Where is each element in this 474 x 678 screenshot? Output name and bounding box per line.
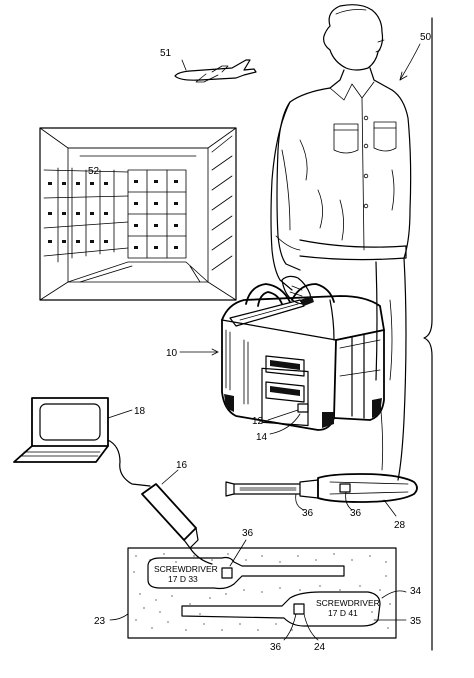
- label-50: 50: [420, 32, 432, 43]
- upper-tool-title: SCREWDRIVER: [154, 564, 218, 574]
- scanner-wand: [141, 483, 213, 565]
- label-51: 51: [160, 48, 172, 59]
- label-28: 28: [394, 520, 406, 531]
- leader-50: [399, 43, 421, 81]
- leader-36-shaft: [295, 493, 305, 511]
- figure-bracket: [423, 17, 433, 651]
- leader-12: [267, 409, 299, 421]
- airplane-icon: [174, 59, 257, 83]
- tag-upper: [221, 567, 233, 579]
- leader-34: [381, 590, 407, 599]
- label-36-shaft: 36: [302, 508, 314, 519]
- label-36-upper: 36: [242, 528, 254, 539]
- leader-28: [383, 499, 397, 517]
- lower-tool-code: 17 D 41: [328, 608, 358, 618]
- label-14: 14: [256, 432, 268, 443]
- leader-24: [303, 613, 319, 641]
- leader-36-handle: [345, 491, 353, 511]
- arrowhead-50: [399, 71, 408, 81]
- label-23: 23: [94, 616, 106, 627]
- computer-icon: [13, 397, 151, 487]
- label-36-handle: 36: [350, 508, 362, 519]
- tool-bag: [221, 283, 385, 431]
- leader-14: [269, 413, 301, 435]
- upper-tool-code: 17 D 33: [168, 574, 198, 584]
- leader-18: [107, 409, 133, 419]
- screwdriver-icon: [225, 473, 418, 503]
- label-18: 18: [134, 406, 146, 417]
- label-24: 24: [314, 642, 326, 653]
- tag-lower: [293, 603, 305, 615]
- storage-room: [39, 127, 237, 301]
- label-52: 52: [88, 166, 100, 177]
- label-16: 16: [176, 460, 188, 471]
- leader-16: [161, 469, 179, 485]
- leader-36-lower: [283, 613, 297, 641]
- label-36-lower: 36: [270, 642, 282, 653]
- arrowhead-10: [211, 348, 219, 356]
- bag-tag: [297, 403, 309, 413]
- tool-tray: [127, 547, 397, 639]
- man-figure: [270, 4, 412, 481]
- label-34: 34: [410, 586, 422, 597]
- leader-51: [181, 59, 187, 71]
- label-12: 12: [252, 416, 264, 427]
- label-10: 10: [166, 348, 178, 359]
- leader-23: [109, 613, 129, 621]
- label-35: 35: [410, 616, 422, 627]
- foam-stipple: [133, 553, 391, 631]
- lower-tool-title: SCREWDRIVER: [316, 598, 380, 608]
- leader-36-upper: [229, 539, 247, 567]
